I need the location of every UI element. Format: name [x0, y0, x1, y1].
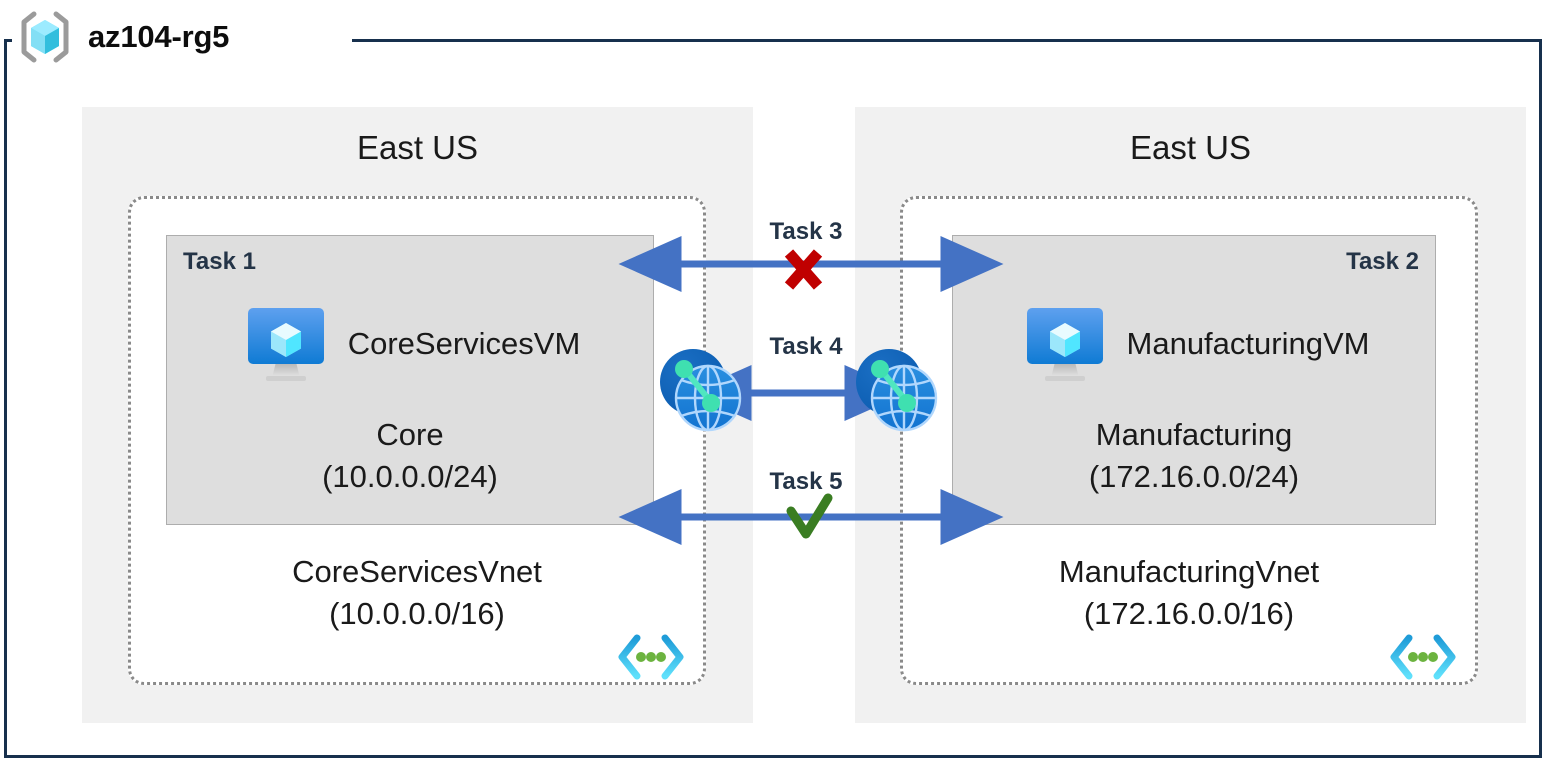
subnet-core[interactable]: Task 1 [166, 235, 654, 525]
subnet-range-manufacturing: (172.16.0.0/24) [1088, 459, 1300, 494]
subnet-caption-left: Core (10.0.0.0/24) [167, 414, 653, 498]
vnet-name-left: CoreServicesVnet [292, 554, 542, 589]
vnet-name-right: ManufacturingVnet [1058, 554, 1320, 589]
connector-label-task-3: Task 3 [769, 218, 843, 245]
region-label-left: East US [356, 129, 479, 166]
virtual-network-icon [617, 634, 685, 680]
vm-row-left: CoreServicesVM [167, 298, 653, 390]
vnet-caption-left: CoreServicesVnet (10.0.0.0/16) [131, 551, 703, 635]
resource-group-frame [4, 39, 1542, 758]
resource-group-header-notch [12, 28, 352, 54]
subnet-manufacturing[interactable]: Task 2 [952, 235, 1436, 525]
subnet-caption-right: Manufacturing (172.16.0.0/24) [953, 414, 1435, 498]
connector-label-task-5: Task 5 [769, 468, 843, 495]
region-label-right: East US [1129, 129, 1252, 166]
vnet-address-space-right: (172.16.0.0/16) [1083, 596, 1295, 631]
vnet-caption-right: ManufacturingVnet (172.16.0.0/16) [903, 551, 1475, 635]
resource-group-name: az104-rg5 [88, 19, 230, 54]
resource-group-header: az104-rg5 [14, 6, 229, 68]
vm-row-right: ManufacturingVM [953, 298, 1435, 390]
vm-name-coreservicesvm: CoreServicesVM [347, 326, 581, 361]
connector-label-task-4: Task 4 [769, 333, 843, 360]
vm-name-manufacturingvm: ManufacturingVM [1126, 326, 1370, 361]
task-tag-1: Task 1 [183, 248, 256, 275]
virtual-network-icon [1389, 634, 1457, 680]
virtual-machine-icon [1019, 298, 1111, 390]
subnet-name-core: Core [376, 417, 444, 452]
task-tag-2: Task 2 [1346, 248, 1419, 275]
subnet-name-manufacturing: Manufacturing [1095, 417, 1293, 452]
vnet-address-space-left: (10.0.0.0/16) [329, 596, 505, 631]
resource-group-cube-icon [14, 6, 76, 68]
virtual-machine-icon [240, 298, 332, 390]
subnet-range-core: (10.0.0.0/24) [322, 459, 498, 494]
